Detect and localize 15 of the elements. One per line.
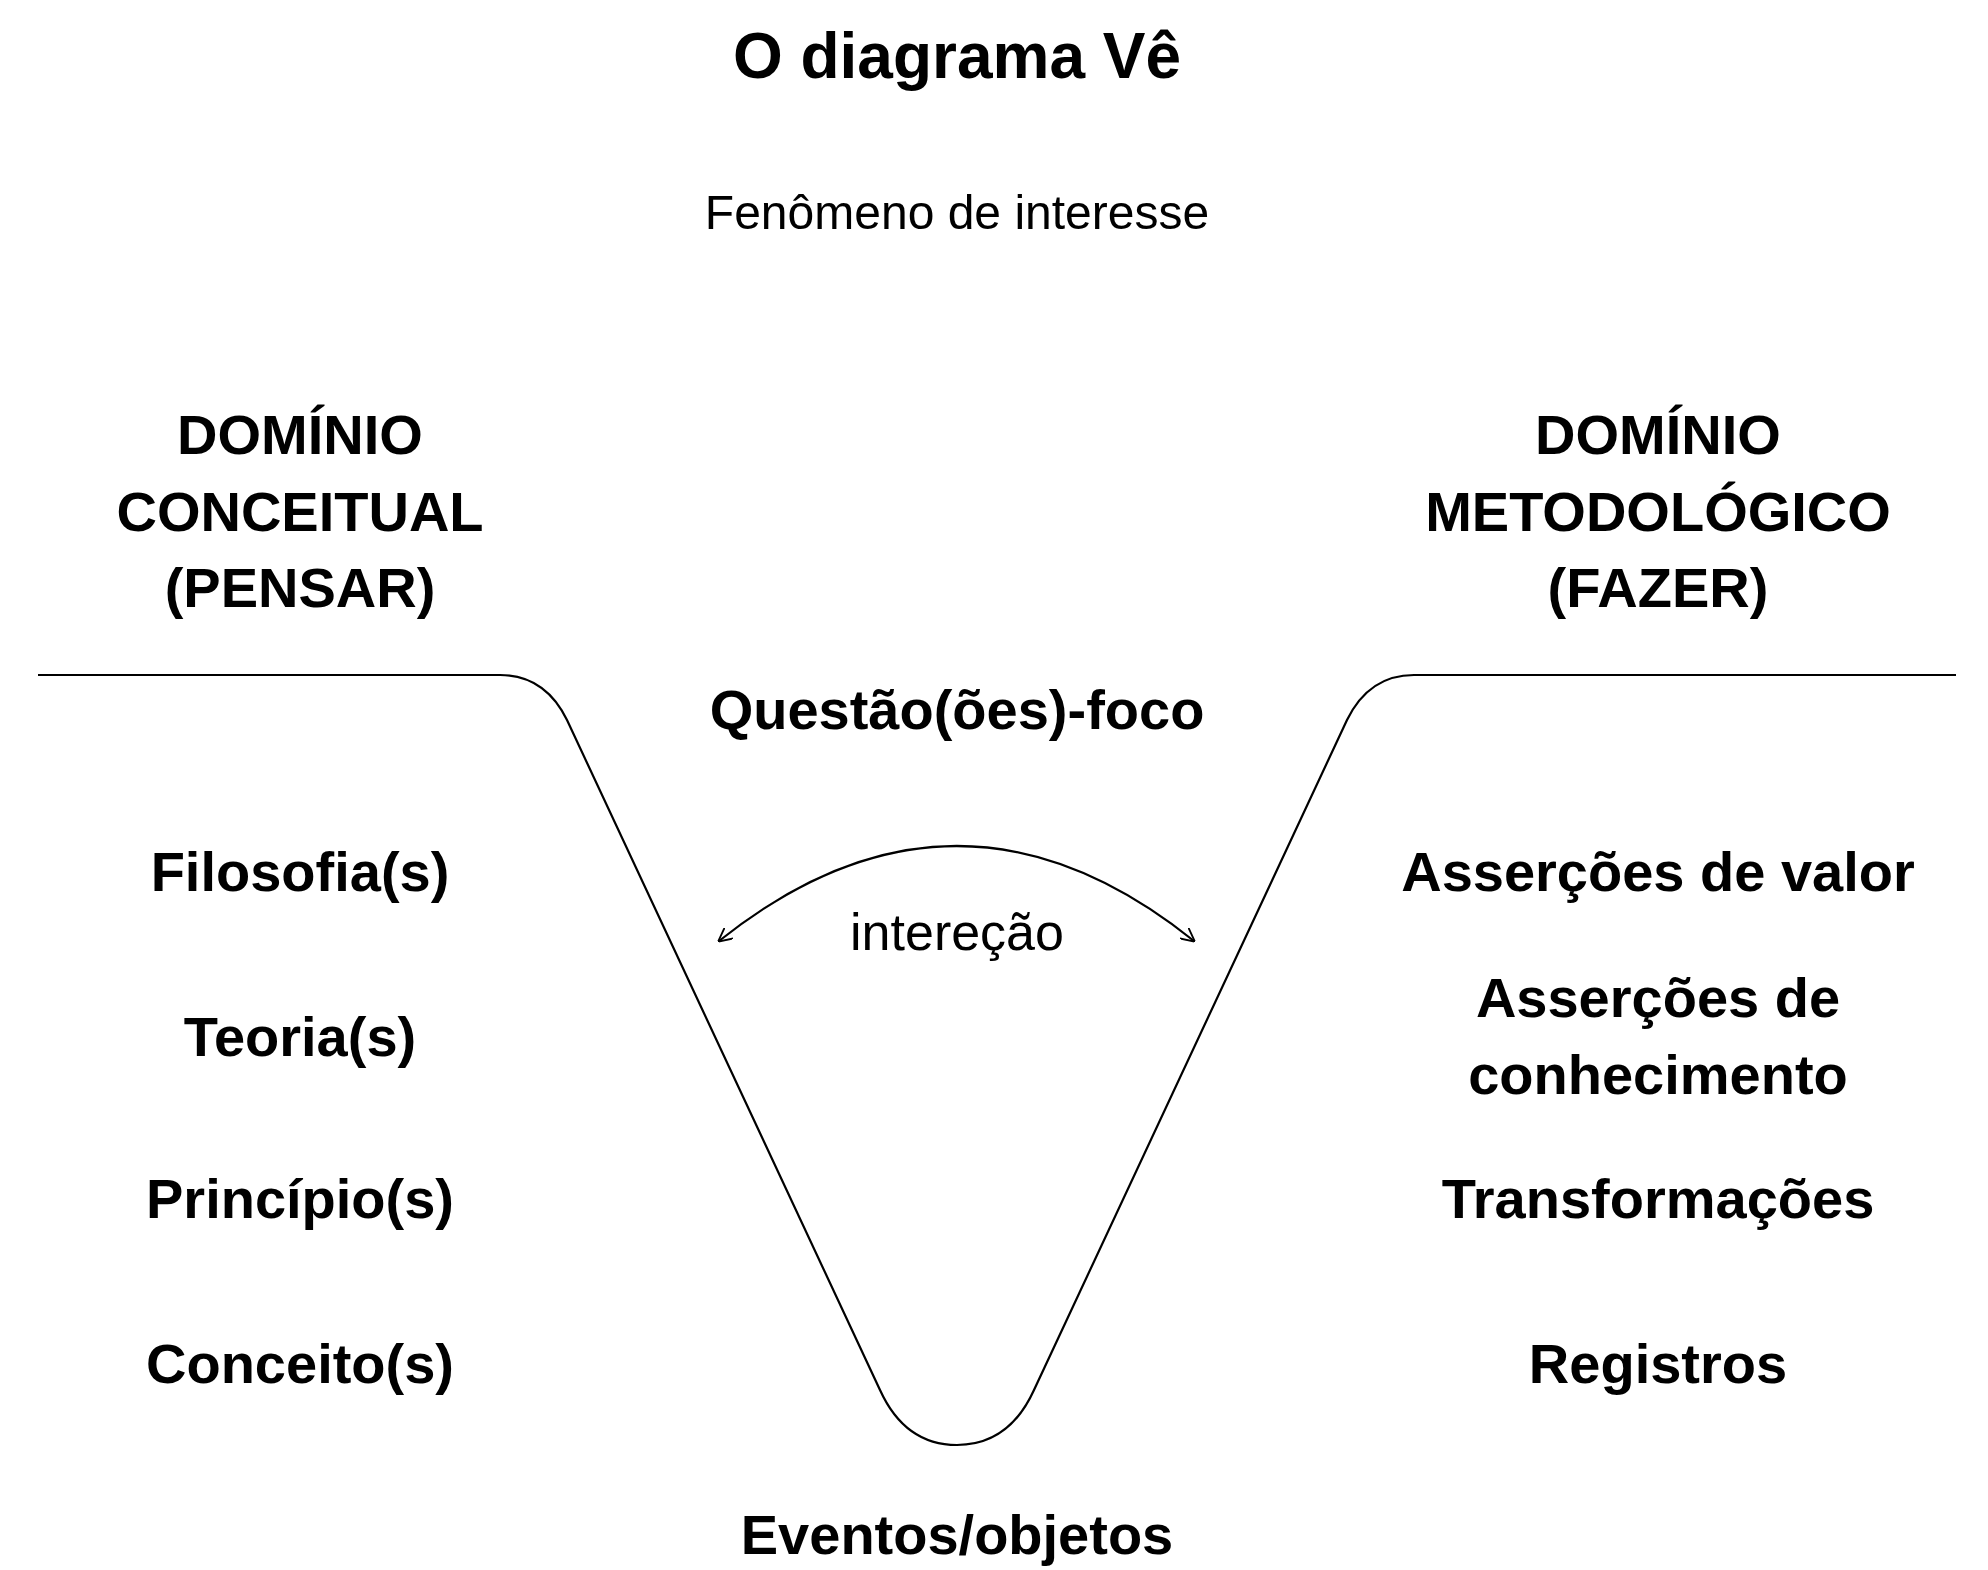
subtitle: Fenômeno de interesse	[704, 185, 1210, 242]
method-label: Asserções de conhecimento	[1467, 965, 1849, 1108]
domain-heading: DOMÍNIO CONCEITUAL (PENSAR)	[115, 401, 485, 622]
concept-label: Teoria(s)	[183, 1003, 417, 1070]
concept-label: Princípio(s)	[146, 1165, 454, 1232]
method-label: Transformações	[1441, 1165, 1875, 1232]
arrow-label: intereção	[850, 902, 1064, 964]
concept-label: Filosofia(s)	[150, 838, 450, 905]
concept-label: Conceito(s)	[146, 1330, 454, 1397]
domain-heading: DOMÍNIO METODOLÓGICO (FAZER)	[1424, 401, 1892, 622]
diagram-title: O diagrama Vê	[732, 19, 1182, 95]
events-label: Eventos/objetos	[740, 1501, 1174, 1568]
method-label: Registros	[1528, 1330, 1788, 1397]
method-label: Asserções de valor	[1401, 838, 1915, 905]
focus-question-label: Questão(ões)-foco	[709, 676, 1205, 743]
